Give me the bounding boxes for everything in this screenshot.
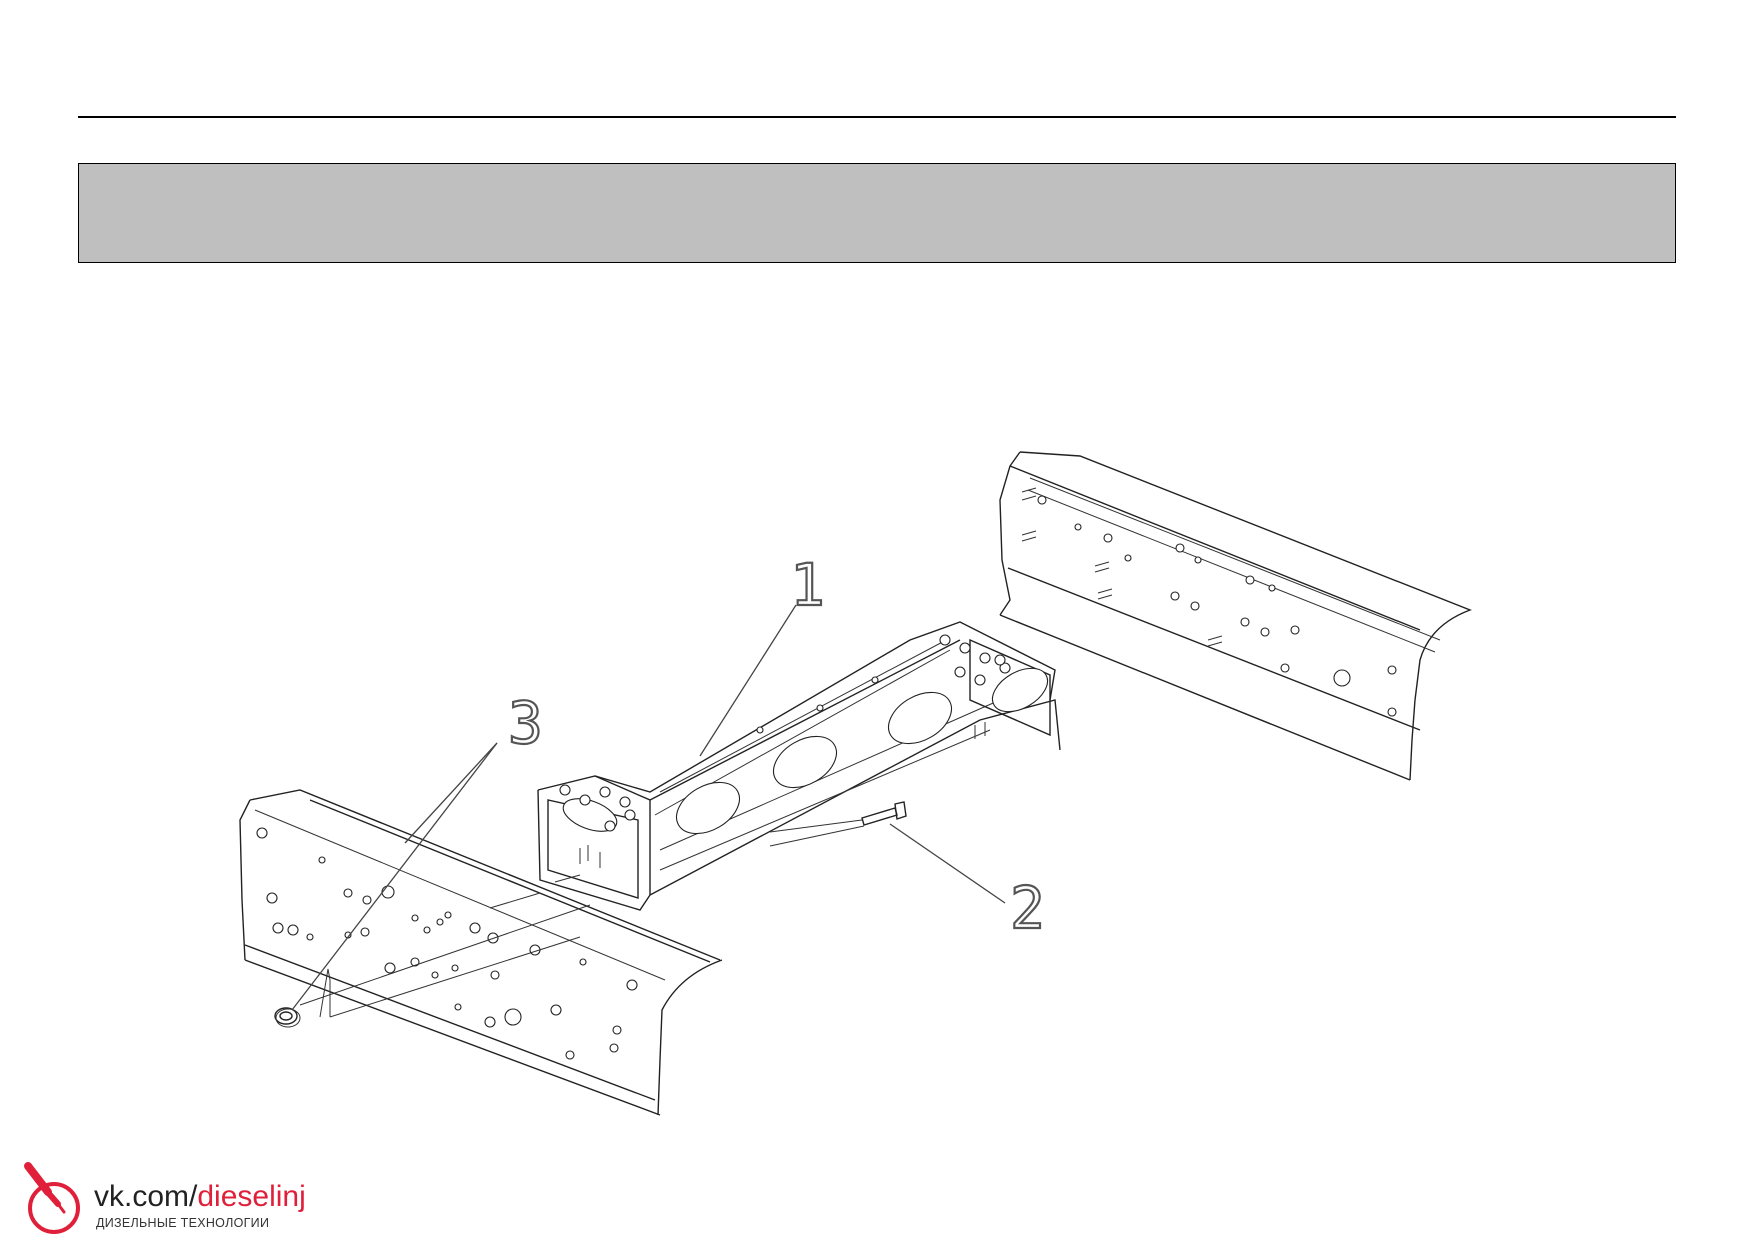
logo-accent: dieselinj [197,1180,306,1213]
logo-tagline: ДИЗЕЛЬНЫЕ ТЕХНОЛОГИИ [96,1216,270,1230]
left-frame-rail [239,789,723,1116]
nut-part-3 [274,1007,301,1028]
callout-2: 2 [1010,874,1045,942]
cross-member-part-1 [537,621,1061,911]
footer-logo[interactable]: vk.com/dieselinj ДИЗЕЛЬНЫЕ ТЕХНОЛОГИИ [14,1160,354,1235]
callout-3: 3 [508,689,543,757]
injector-icon [24,1162,80,1234]
leader-1 [699,604,797,757]
right-frame-rail [999,451,1472,781]
header-rule [78,116,1676,118]
leader-3a [291,742,498,1011]
logo-domain: vk.com/dieselinj [94,1180,306,1214]
logo-prefix: vk.com/ [94,1180,198,1213]
title-band [78,163,1676,263]
bolt-part-2 [769,801,907,847]
callout-1: 1 [790,551,825,619]
leader-2 [889,823,1006,904]
leader-3b [404,742,498,844]
